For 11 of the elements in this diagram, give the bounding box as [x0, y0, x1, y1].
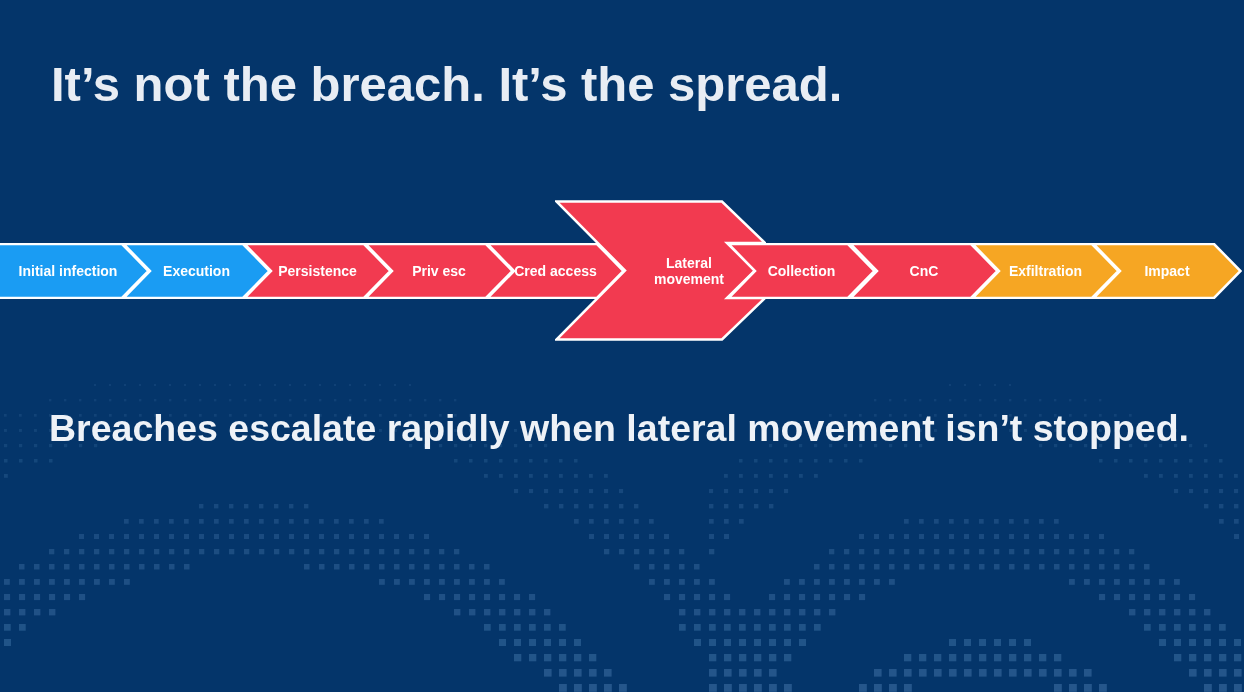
- chevron-step: Impact: [1092, 243, 1242, 299]
- chevron-step: Initial infection: [0, 243, 150, 299]
- chevron-step: Collection: [727, 243, 876, 299]
- chevron-step: Priv esc: [364, 243, 514, 299]
- chevron-step: Execution: [122, 243, 271, 299]
- chevron-step: Exfiltration: [971, 243, 1120, 299]
- slide-subtitle: Breaches escalate rapidly when lateral movement isn’t stopped.: [49, 406, 1189, 450]
- chevron-step: Cred access: [486, 243, 625, 299]
- chevron-step: Persistence: [243, 243, 392, 299]
- slide-title: It’s not the breach. It’s the spread.: [51, 56, 843, 112]
- chevron-step: CnC: [849, 243, 999, 299]
